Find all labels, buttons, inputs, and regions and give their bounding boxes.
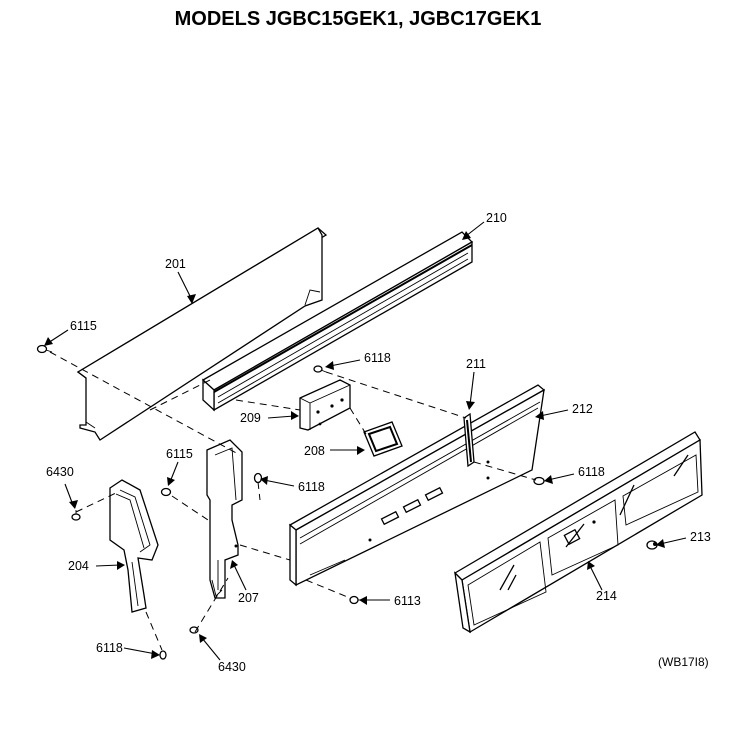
label-212: 212	[572, 402, 593, 416]
label-6430-bottom: 6430	[218, 660, 246, 674]
screw-6430-bottom	[189, 626, 199, 634]
label-210: 210	[486, 211, 507, 225]
callout-labels: 201 210 6115 6118 211 212 209 208 6430 6…	[46, 211, 711, 674]
part-207-side-bracket	[206, 439, 243, 599]
part-212-backsplash-panel	[288, 384, 546, 587]
assembly-dash-lines	[49, 351, 537, 651]
screw-6115-middle	[160, 487, 172, 497]
label-207: 207	[238, 591, 259, 605]
label-6118-right: 6118	[578, 465, 605, 479]
label-6115-upper: 6115	[70, 319, 97, 333]
label-214: 214	[596, 589, 617, 603]
label-208: 208	[304, 444, 325, 458]
part-209-control-module	[299, 379, 351, 431]
label-201: 201	[165, 257, 186, 271]
part-210-trim-rail	[201, 231, 474, 412]
screw-6118-upper	[313, 365, 327, 373]
label-211: 211	[466, 357, 486, 371]
screw-6118-bottom	[159, 650, 167, 660]
part-204-end-cap	[109, 479, 159, 613]
label-6430-left: 6430	[46, 465, 74, 479]
part-208-bezel	[363, 421, 403, 457]
screw-6115-upper-left	[36, 344, 53, 354]
screw-6118-middle	[253, 472, 263, 484]
reference-code: (WB17I8)	[658, 655, 709, 669]
screw-6430-left	[71, 510, 81, 521]
label-6118-middle: 6118	[298, 480, 325, 494]
label-6113: 6113	[394, 594, 421, 608]
knob-213	[646, 540, 658, 550]
leader-arrows	[44, 221, 687, 661]
label-204: 204	[68, 559, 89, 573]
label-6118-upper: 6118	[364, 351, 391, 365]
label-6118-bottom: 6118	[96, 641, 123, 655]
part-214-glass-panel	[453, 431, 703, 634]
label-213: 213	[690, 530, 711, 544]
part-201-rear-panel	[76, 227, 328, 441]
label-6115-middle: 6115	[166, 447, 193, 461]
diagram-title: MODELS JGBC15GEK1, JGBC17GEK1	[175, 8, 542, 30]
screw-6118-right	[533, 476, 545, 486]
label-209: 209	[240, 411, 261, 425]
